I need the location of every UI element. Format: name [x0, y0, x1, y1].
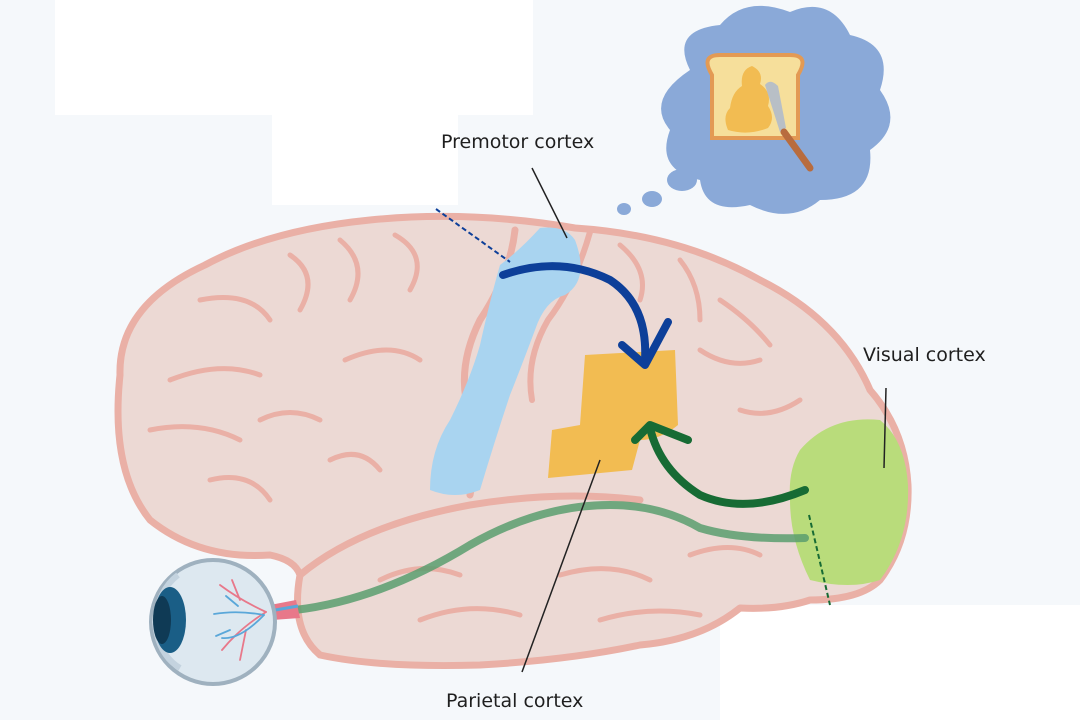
leader-lines [435, 167, 887, 673]
blank-panels [55, 0, 1080, 720]
visual-to-parietal-arrow [631, 421, 809, 508]
premotor-cortex-label: Premotor cortex [441, 131, 595, 153]
premotor-region [430, 227, 581, 495]
parietal-region [548, 350, 678, 478]
visual-region [789, 419, 909, 585]
parietal-cortex-label: Parietal cortex [446, 690, 584, 712]
visual-pathway [291, 500, 809, 614]
visual-cortex-label: Visual cortex [863, 344, 986, 366]
toast-with-butter-knife-icon [705, 53, 814, 172]
premotor-to-parietal-arrow [499, 262, 672, 369]
eyeball-icon [149, 558, 300, 686]
